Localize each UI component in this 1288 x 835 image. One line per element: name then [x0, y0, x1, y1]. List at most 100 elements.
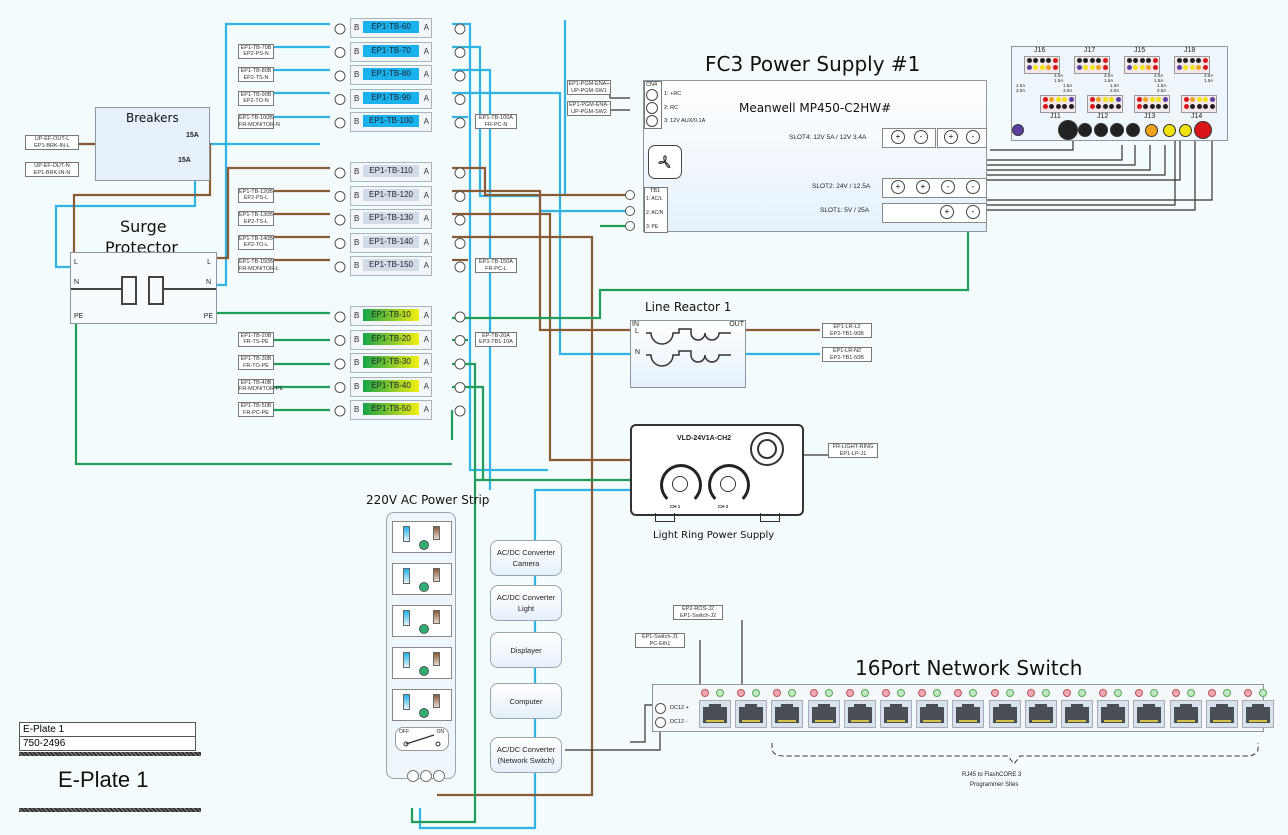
status-led-green — [897, 689, 905, 697]
ps-output-pin: - — [941, 180, 955, 194]
jumper-header-label: J17 — [1084, 47, 1096, 54]
surge-element-2 — [148, 276, 164, 305]
terminal-id: EP1-TB-90 — [363, 91, 419, 104]
light-supply-model: VLD-24V1A-CH2 — [677, 435, 732, 442]
ps-output-pin: + — [891, 180, 905, 194]
terminal-screw — [334, 261, 346, 273]
terminal-screw — [454, 23, 466, 35]
terminal-side-a: A — [423, 381, 429, 391]
status-led-green — [824, 689, 833, 697]
power-button[interactable] — [750, 432, 784, 466]
status-led-red — [1244, 689, 1252, 697]
terminal-side-b: B — [354, 405, 360, 414]
fan-icon — [648, 145, 682, 179]
cn4-pin — [646, 102, 658, 114]
jumper-header-label: J15 — [1134, 47, 1146, 54]
signal-wire — [699, 620, 743, 690]
cn4-input-tag-2: EP1-PGM-ENA-UP-PGM-SW2 — [567, 101, 611, 116]
jumper-header — [1074, 56, 1110, 74]
power-strip-switch[interactable]: OFF ON — [395, 727, 449, 751]
rj45-port[interactable] — [916, 700, 949, 728]
cn4-input-tag-1: EP1-PGM-ENA+UP-PGM-SW1 — [567, 80, 611, 95]
ps-output-pin: - — [966, 205, 980, 219]
rj45-port[interactable] — [843, 700, 876, 728]
jumper-header-label: J14 — [1191, 113, 1203, 120]
rj45-port[interactable] — [1097, 700, 1130, 728]
jumper-header-label: J16 — [1034, 47, 1046, 54]
earth-wire — [452, 385, 485, 480]
ch2-knob[interactable] — [708, 464, 750, 506]
plug-3 — [433, 770, 445, 782]
terminal-screw — [454, 191, 466, 202]
status-led-red — [1026, 689, 1035, 697]
status-led-red — [845, 689, 854, 697]
earth-wire — [410, 480, 477, 824]
rj45-port[interactable] — [1133, 700, 1166, 728]
rj45-port[interactable] — [1205, 700, 1238, 728]
tb1-pin — [625, 190, 635, 200]
terminal-screw — [454, 117, 466, 129]
outlet — [392, 647, 452, 679]
terminal-screw — [334, 358, 346, 370]
status-led-green — [1186, 689, 1195, 697]
output-terminal — [1078, 123, 1092, 137]
plate-big-title: E-Plate 1 — [58, 767, 149, 792]
terminal-side-a: A — [423, 190, 429, 200]
jumper-header — [1181, 95, 1217, 113]
signal-wire — [630, 704, 656, 743]
rj45-port[interactable] — [952, 700, 985, 728]
jumper-header-label: J11 — [1050, 113, 1061, 120]
rj45-port[interactable] — [1024, 700, 1057, 728]
rj45-port[interactable] — [771, 700, 804, 728]
earth-wire — [452, 362, 630, 482]
terminal-side-a: A — [423, 334, 429, 344]
terminal-screw — [334, 23, 346, 35]
terminal-side-b: B — [354, 190, 360, 200]
breakers-title: Breakers — [126, 111, 179, 125]
rj45-port[interactable] — [807, 700, 840, 728]
plate-name: E-Plate 1 — [20, 723, 195, 737]
jumper-header — [1174, 56, 1210, 74]
terminal-screw — [334, 238, 346, 249]
live-wire — [437, 235, 594, 797]
rj45-port[interactable] — [1061, 700, 1093, 728]
output-terminal — [1126, 123, 1140, 137]
terminal-side-a: A — [423, 358, 429, 367]
rj45-port[interactable] — [988, 700, 1021, 728]
ps-output-pin: - — [966, 130, 980, 144]
terminal-screw — [454, 261, 466, 273]
rj45-port[interactable] — [1242, 700, 1274, 728]
rj45-port[interactable] — [699, 700, 731, 728]
cn4-pin — [646, 89, 658, 101]
light-ring-power-supply: VLD-24V1A-CH2 CH 1 CH 2 — [630, 424, 804, 516]
live-wire — [452, 166, 630, 197]
rj45-port[interactable] — [880, 700, 912, 728]
output-terminal — [1094, 123, 1108, 137]
terminal-id: EP1-TB-80 — [363, 68, 419, 80]
ch1-knob[interactable] — [660, 464, 702, 506]
rj45-port[interactable] — [735, 700, 768, 728]
terminal-side-b: B — [354, 93, 360, 103]
ps-output-pin: + — [944, 130, 958, 144]
terminal-screw — [454, 214, 466, 226]
rj45-port[interactable] — [1169, 700, 1202, 728]
terminal-screw — [334, 311, 346, 323]
